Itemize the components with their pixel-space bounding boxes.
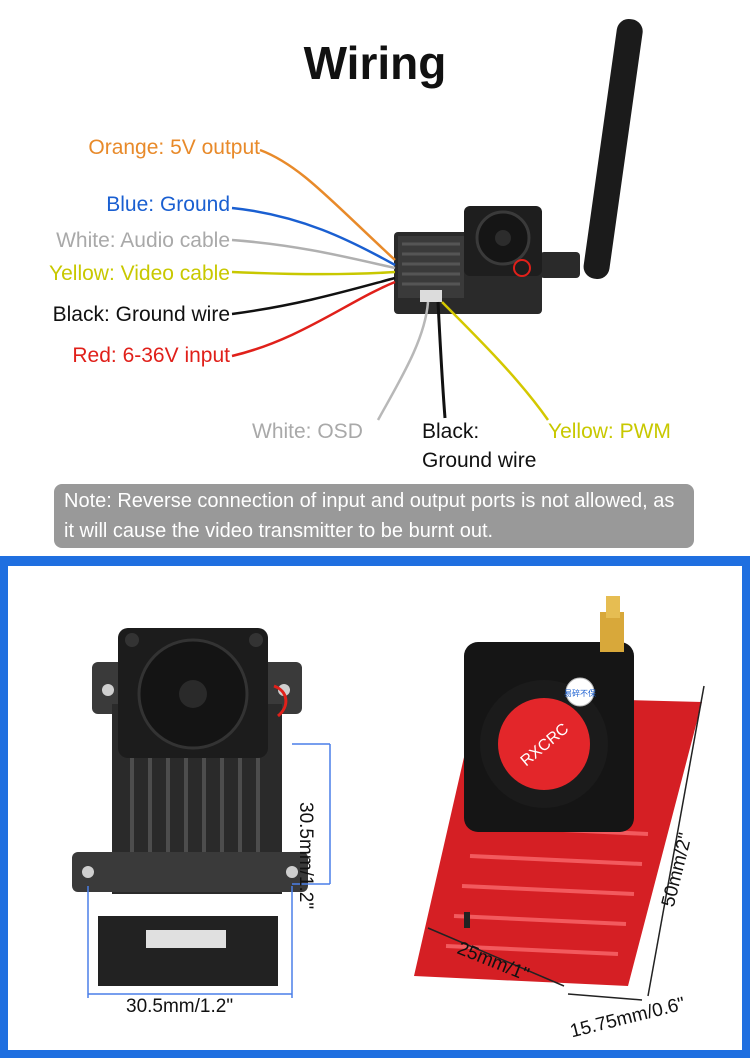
- dimensions-diagram: RXCRC 易碎不保: [72, 596, 705, 1001]
- warning-note: Note: Reverse connection of input and ou…: [54, 484, 694, 548]
- label-black-bottom: Black: Ground wire: [422, 420, 537, 472]
- label-red-input: Red: 6-36V input: [72, 344, 230, 367]
- red-dimension-lines: [427, 685, 705, 1001]
- label-white-osd: White: OSD: [252, 420, 363, 443]
- black-height-label: 30.5mm/1.2": [295, 802, 316, 910]
- label-white-audio: White: Audio cable: [56, 229, 230, 252]
- red-transmitter-image: RXCRC 易碎不保: [414, 596, 702, 986]
- section-divider: [0, 556, 750, 566]
- label-yellow-video: Yellow: Video cable: [49, 262, 230, 285]
- antenna-icon: [524, 19, 643, 279]
- black-dimension-lines: [87, 743, 331, 998]
- sticker-label: 易碎不保: [564, 688, 596, 698]
- dimensions-panel: RXCRC 易碎不保 30.5mm/1.2" 30.5mm/1.2" 50mm/…: [0, 566, 750, 1058]
- wiring-diagram: [231, 19, 643, 421]
- black-transmitter-image: [72, 628, 308, 986]
- page-title: Wiring: [303, 37, 447, 89]
- label-yellow-pwm: Yellow: PWM: [548, 420, 671, 443]
- label-black-ground-wire: Black: Ground wire: [52, 303, 230, 326]
- label-blue-ground: Blue: Ground: [106, 193, 230, 216]
- wiring-panel: Wiring: [49, 19, 694, 548]
- black-width-label: 30.5mm/1.2": [126, 996, 234, 1017]
- video-transmitter-black: [394, 206, 542, 314]
- label-orange-5v-output: Orange: 5V output: [88, 136, 260, 159]
